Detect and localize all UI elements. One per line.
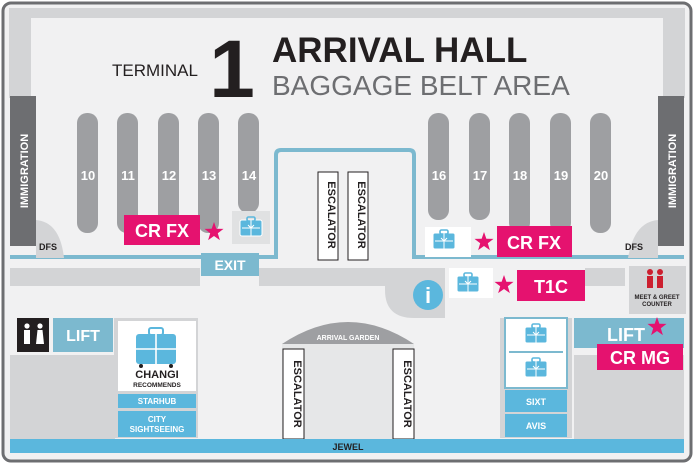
immigration-wall-right [658, 96, 684, 246]
belt-label-11: 11 [121, 168, 135, 183]
belt-16 [428, 113, 449, 220]
belt-12 [158, 113, 179, 233]
lift-right[interactable] [574, 318, 684, 348]
immigration-label-left: IMMIGRATION [19, 134, 31, 208]
hall-title: ARRIVAL HALL [272, 31, 527, 70]
dfs-label-right: DFS [625, 242, 643, 252]
lift-left[interactable] [53, 318, 113, 352]
belt-label-17: 17 [473, 168, 487, 183]
belt-11 [117, 113, 138, 233]
cr-mg-badge[interactable] [597, 344, 683, 370]
cr-fx-badge-right[interactable] [497, 226, 572, 257]
cr-mg-label: CR MG [610, 348, 670, 368]
t1c-badge[interactable] [517, 270, 585, 301]
meet-greet-counter[interactable] [629, 266, 686, 314]
arrival-path [10, 148, 684, 259]
exit-sign[interactable] [201, 253, 259, 276]
sixt-label: SIXT [526, 397, 547, 407]
belt-label-12: 12 [162, 168, 176, 183]
restroom-icon[interactable] [17, 318, 49, 352]
cr-fx-badge-left[interactable] [124, 215, 200, 245]
luggage-icon-belt-14 [239, 216, 263, 237]
hall-subtitle: BAGGAGE BELT AREA [272, 70, 570, 101]
dfs-area-left [36, 220, 64, 258]
meet-greet-icon [647, 269, 663, 288]
dfs-area-right [628, 220, 658, 258]
city-sightseeing-counter[interactable] [118, 411, 196, 437]
belt-20 [590, 113, 611, 233]
belt-label-16: 16 [432, 168, 446, 183]
lift-label-left: LIFT [66, 328, 100, 345]
cr-fx-label-left: CR FX [135, 221, 189, 241]
escalator-top-left: ESCALATOR [325, 181, 337, 248]
jewel-label: JEWEL [332, 442, 364, 452]
luggage-icon-services-2 [524, 357, 548, 378]
belt-18 [509, 113, 530, 233]
top-strip [9, 8, 685, 18]
changi-recommends-line1: CHANGI [135, 369, 178, 381]
dfs-label-left: DFS [39, 242, 57, 252]
luggage-icon-t1c [456, 272, 480, 293]
lift-label-right: LIFT [607, 325, 645, 345]
information-icon[interactable] [413, 280, 443, 310]
immigration-label-right: IMMIGRATION [667, 134, 679, 208]
terminal-label: TERMINAL [112, 61, 198, 80]
starhub-label: STARHUB [138, 397, 177, 406]
belt-13 [198, 113, 219, 233]
belt-14 [238, 113, 259, 213]
escalator-bottom-right: ESCALATOR [401, 360, 413, 427]
cr-fx-label-right: CR FX [507, 233, 561, 253]
luggage-icon-services-1 [524, 323, 548, 344]
belt-17 [469, 113, 490, 220]
baggage-belts-left: 10 11 12 13 14 [77, 113, 259, 233]
arrival-garden [282, 322, 414, 344]
meet-greet-line2: COUNTER [642, 302, 672, 308]
avis-counter[interactable] [505, 414, 567, 437]
meet-greet-line1: MEET & GREET [634, 295, 679, 301]
belt-label-10: 10 [81, 168, 95, 183]
belt-label-14: 14 [242, 168, 257, 183]
luggage-icon-belt-16 [432, 229, 456, 250]
escalator-bottom-left: ESCALATOR [291, 360, 303, 427]
belt-label-19: 19 [554, 168, 568, 183]
jewel-link[interactable] [10, 439, 684, 453]
exit-label: EXIT [214, 257, 246, 273]
info-symbol: i [425, 283, 431, 308]
belt-label-20: 20 [594, 168, 608, 183]
starhub-counter[interactable] [118, 394, 196, 408]
belt-10 [77, 113, 98, 233]
immigration-wall-left [10, 96, 36, 246]
changi-luggage-icon [136, 327, 176, 368]
city-sightseeing-line1: CITY [148, 415, 167, 424]
baggage-belts-right: 16 17 18 19 20 [428, 113, 611, 233]
sixt-counter[interactable] [505, 390, 567, 412]
escalator-top-right: ESCALATOR [355, 181, 367, 248]
city-sightseeing-line2: SIGHTSEEING [130, 425, 185, 434]
belt-label-13: 13 [202, 168, 216, 183]
terminal-number: 1 [209, 24, 255, 115]
belt-19 [550, 113, 571, 233]
avis-label: AVIS [526, 421, 546, 431]
arrival-garden-label: ARRIVAL GARDEN [317, 335, 380, 342]
changi-recommends-line2: RECOMMENDS [133, 382, 181, 389]
t1c-label: T1C [534, 277, 568, 297]
belt-label-18: 18 [513, 168, 527, 183]
